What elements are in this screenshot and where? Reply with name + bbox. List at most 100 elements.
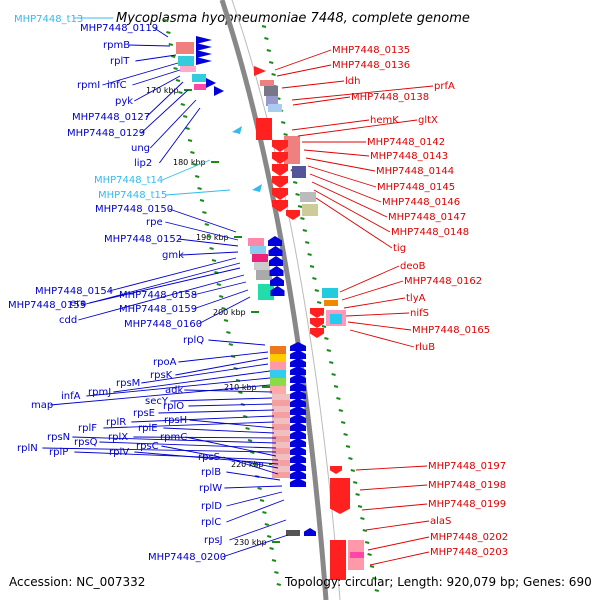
gene-label-left[interactable]: MHP7448_0152: [104, 234, 182, 245]
gene-label-left[interactable]: ung: [131, 143, 150, 154]
gene-label-left[interactable]: rpsK: [150, 370, 173, 381]
gene-label-left[interactable]: MHP7448_0127: [72, 112, 150, 123]
gene-label-left[interactable]: map: [31, 400, 53, 411]
gene-label-left[interactable]: MHP7448_0160: [124, 319, 202, 330]
gene-label-left[interactable]: rplX: [108, 432, 128, 443]
gene-label-right[interactable]: MHP7448_0199: [428, 499, 506, 510]
gene-label-left[interactable]: rpsN: [47, 432, 70, 443]
gene-label-left[interactable]: infA: [61, 391, 81, 402]
gene-label-left[interactable]: rpsJ: [204, 535, 223, 546]
gene-label-right[interactable]: gltX: [418, 115, 438, 126]
gene-label-left[interactable]: infC: [107, 80, 127, 91]
gene-label-left[interactable]: rplO: [163, 401, 184, 412]
gene-label-left[interactable]: era: [70, 298, 86, 309]
gene-label-right[interactable]: deoB: [400, 261, 426, 272]
gene-label-right[interactable]: MHP7448_0162: [404, 276, 482, 287]
gene-block: [272, 418, 290, 424]
gene-label-right[interactable]: rluB: [415, 342, 435, 353]
gene-arrow: [272, 176, 288, 188]
gene-label-left[interactable]: rplT: [110, 56, 130, 67]
gene-label-left[interactable]: rpsH: [164, 415, 187, 426]
gene-label-right[interactable]: MHP7448_0142: [367, 137, 445, 148]
gene-label-left[interactable]: rplQ: [183, 335, 204, 346]
gene-label-left[interactable]: rpsQ: [74, 437, 98, 448]
gene-label-right[interactable]: tig: [393, 243, 406, 254]
gene-label-left[interactable]: MHP7448_t14: [94, 175, 163, 186]
gene-label-right[interactable]: MHP7448_0145: [377, 182, 455, 193]
gene-label-left[interactable]: rplC: [201, 517, 221, 528]
leader-line: [133, 436, 277, 439]
gene-label-left[interactable]: rpsS: [198, 452, 220, 463]
gene-label-left[interactable]: rpoA: [153, 357, 177, 368]
gene-label-left[interactable]: rplR: [106, 417, 126, 428]
gc-dash: [321, 325, 327, 328]
gene-label-right[interactable]: MHP7448_0143: [370, 151, 448, 162]
gene-label-left[interactable]: rplW: [199, 483, 222, 494]
gene-label-left[interactable]: MHP7448_0119: [80, 23, 158, 34]
gene-label-left[interactable]: cdd: [59, 315, 77, 326]
gene-label-right[interactable]: MHP7448_0147: [388, 212, 466, 223]
gene-label-right[interactable]: ldh: [345, 76, 360, 87]
gene-label-left[interactable]: lip2: [134, 158, 152, 169]
gene-label-right[interactable]: MHP7448_0144: [376, 166, 454, 177]
gc-dash: [221, 307, 226, 310]
gene-label-right[interactable]: MHP7448_0146: [382, 197, 460, 208]
gene-label-left[interactable]: rpmI: [77, 80, 100, 91]
gene-label-left[interactable]: gmk: [162, 250, 184, 261]
gene-label-left[interactable]: rplB: [201, 467, 221, 478]
gene-label-right[interactable]: MHP7448_0138: [351, 92, 429, 103]
gene-label-right[interactable]: MHP7448_0148: [391, 227, 469, 238]
gene-label-left[interactable]: rplP: [49, 447, 68, 458]
gene-label-right[interactable]: MHP7448_0197: [428, 461, 506, 472]
gene-label-left[interactable]: rpmJ: [88, 387, 111, 398]
gene-label-right[interactable]: MHP7448_0135: [332, 45, 410, 56]
gene-label-right[interactable]: MHP7448_0203: [430, 547, 508, 558]
gc-dash: [304, 241, 310, 244]
gene-label-left[interactable]: rplN: [17, 443, 38, 454]
gene-label-left[interactable]: rplV: [109, 447, 129, 458]
gene-label-left[interactable]: MHP7448_0155: [8, 300, 86, 311]
gene-label-left[interactable]: MHP7448_0200: [148, 552, 226, 563]
trna-label-top[interactable]: MHP7448_t13: [14, 14, 83, 25]
gene-arrow: [290, 374, 306, 383]
gene-label-right[interactable]: MHP7448_0198: [428, 480, 506, 491]
gene-label-left[interactable]: MHP7448_0150: [95, 204, 173, 215]
gene-label-left[interactable]: rpsC: [136, 441, 159, 452]
gene-label-left[interactable]: MHP7448_0154: [35, 286, 113, 297]
gene-label-left[interactable]: rpsM: [116, 378, 140, 389]
gene-label-right[interactable]: tlyA: [406, 293, 426, 304]
gene-label-right[interactable]: prfA: [434, 81, 455, 92]
gene-label-right[interactable]: nifS: [410, 308, 429, 319]
gene-label-left[interactable]: rpmB: [103, 40, 130, 51]
gene-label-left[interactable]: rplE: [138, 423, 158, 434]
gene-label-right[interactable]: MHP7448_0136: [332, 60, 410, 71]
gene-label-right[interactable]: MHP7448_0202: [430, 532, 508, 543]
gene-label-left[interactable]: rpe: [146, 217, 163, 228]
gene-label-right[interactable]: MHP7448_0165: [412, 325, 490, 336]
leader-line: [193, 289, 249, 310]
leader-line: [42, 447, 277, 453]
gc-dash: [307, 253, 312, 256]
left-leader-lines: [42, 27, 289, 558]
gc-dash: [352, 481, 358, 484]
gene-arrow: [286, 210, 300, 220]
gene-arrow: [254, 66, 266, 76]
gene-label-left[interactable]: rplD: [201, 501, 222, 512]
left-gene-labels: MHP7448_0119 rpmB rplT rpmI infC pykMHP7448_0…: [8, 23, 226, 563]
gene-label-left[interactable]: adk: [165, 385, 183, 396]
gene-label-left[interactable]: rpmC: [160, 432, 187, 443]
gene-arrow: [330, 466, 342, 474]
gene-label-left[interactable]: secY: [145, 396, 169, 407]
gene-label-left[interactable]: MHP7448_t15: [98, 190, 167, 201]
gene-label-left[interactable]: MHP7448_0129: [67, 128, 145, 139]
gene-label-left[interactable]: MHP7448_0158: [119, 290, 197, 301]
gene-label-right[interactable]: hemK: [370, 115, 399, 126]
gene-label-right[interactable]: alaS: [430, 516, 451, 527]
gene-label-left[interactable]: rplF: [78, 423, 97, 434]
gene-label-left[interactable]: pyk: [115, 96, 133, 107]
gene-block: [272, 436, 290, 442]
gene-label-left[interactable]: MHP7448_0159: [119, 304, 197, 315]
gene-label-left[interactable]: rpsE: [133, 408, 155, 419]
kbp-tick-label: 180 kbp: [173, 158, 206, 167]
gene-block: [270, 386, 286, 394]
